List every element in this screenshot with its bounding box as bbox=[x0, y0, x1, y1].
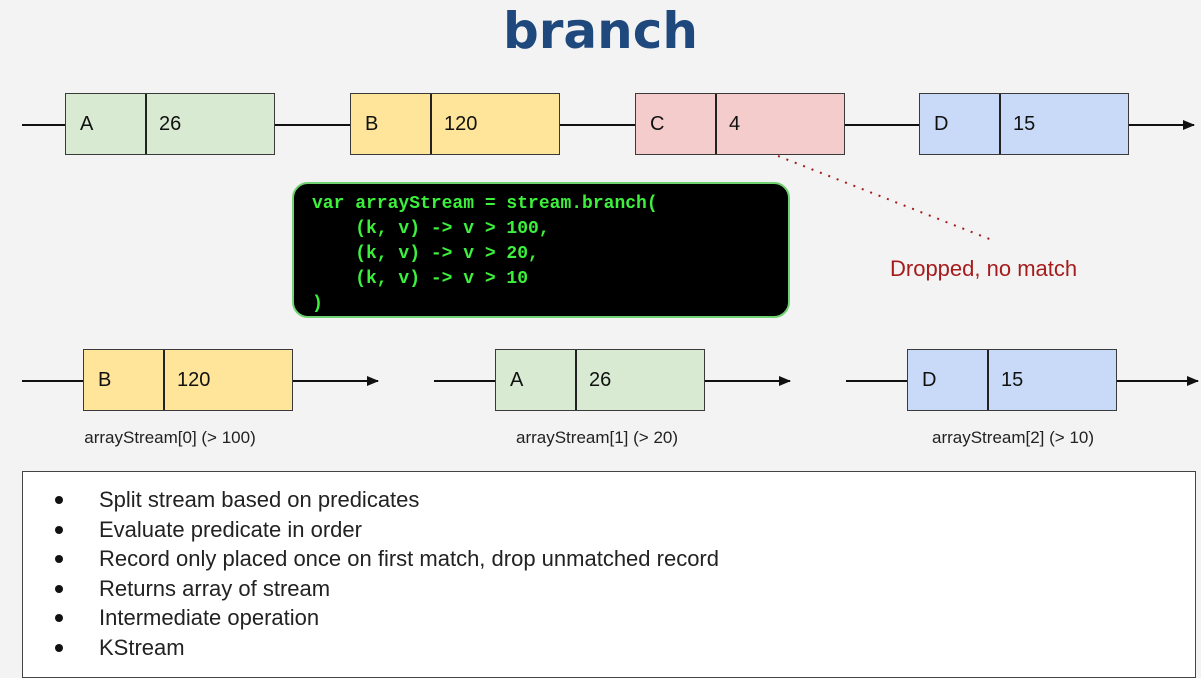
bullet-text: Evaluate predicate in order bbox=[99, 516, 362, 542]
output-caption-1: arrayStream[1] (> 20) bbox=[515, 428, 679, 447]
record-value: 26 bbox=[589, 368, 612, 391]
bullet-item: Record only placed once on first match, … bbox=[23, 544, 1195, 574]
code-line: (k, v) -> v > 20, bbox=[312, 244, 539, 264]
notes-box: Split stream based on predicates Evaluat… bbox=[22, 471, 1196, 678]
output-record-2: D 15 bbox=[907, 349, 1117, 411]
output-caption-2: arrayStream[2] (> 10) bbox=[931, 428, 1095, 447]
bullet-text: Record only placed once on first match, … bbox=[99, 546, 719, 572]
record-key: A bbox=[496, 350, 577, 410]
dropped-connector bbox=[777, 155, 993, 241]
bullet-list: Split stream based on predicates Evaluat… bbox=[23, 472, 1195, 663]
input-record-a: A 26 bbox=[65, 93, 275, 155]
record-key: B bbox=[351, 94, 432, 154]
bullet-item: KStream bbox=[23, 633, 1195, 663]
output-record-1: A 26 bbox=[495, 349, 705, 411]
code-line: var arrayStream = stream.branch( bbox=[312, 194, 658, 214]
bullet-dot-icon bbox=[55, 584, 63, 593]
bullet-item: Returns array of stream bbox=[23, 574, 1195, 604]
input-record-d: D 15 bbox=[919, 93, 1129, 155]
bullet-text: Intermediate operation bbox=[99, 605, 320, 631]
dropped-label: Dropped, no match bbox=[890, 256, 1078, 281]
record-value: 120 bbox=[177, 368, 211, 391]
record-key: C bbox=[636, 94, 717, 154]
record-key: A bbox=[66, 94, 147, 154]
bullet-item: Intermediate operation bbox=[23, 603, 1195, 633]
bullet-dot-icon bbox=[55, 555, 63, 564]
bullet-item: Split stream based on predicates bbox=[23, 485, 1195, 515]
record-key: B bbox=[84, 350, 165, 410]
record-value: 26 bbox=[159, 112, 182, 135]
input-record-c: C 4 bbox=[635, 93, 845, 155]
bullet-text: Returns array of stream bbox=[99, 575, 331, 601]
output-record-0: B 120 bbox=[83, 349, 293, 411]
bullet-text: Split stream based on predicates bbox=[99, 487, 420, 512]
code-line: (k, v) -> v > 100, bbox=[312, 219, 550, 239]
record-key: D bbox=[920, 94, 1001, 154]
bullet-dot-icon bbox=[55, 643, 63, 652]
bullet-dot-icon bbox=[55, 496, 63, 504]
record-value: 120 bbox=[444, 112, 478, 135]
record-key: D bbox=[908, 350, 989, 410]
bullet-text: KStream bbox=[99, 634, 185, 660]
record-value: 15 bbox=[1013, 112, 1036, 135]
output-caption-0: arrayStream[0] (> 100) bbox=[84, 428, 256, 447]
code-line: ) bbox=[312, 294, 323, 314]
input-record-b: B 120 bbox=[350, 93, 560, 155]
bullet-dot-icon bbox=[55, 525, 63, 534]
record-value: 4 bbox=[729, 112, 741, 135]
slide-title: branch bbox=[502, 2, 699, 60]
code-line: (k, v) -> v > 10 bbox=[312, 269, 529, 289]
record-value: 15 bbox=[1001, 368, 1024, 391]
bullet-dot-icon bbox=[55, 614, 63, 623]
bullet-item: Evaluate predicate in order bbox=[23, 515, 1195, 545]
code-block: var arrayStream = stream.branch( (k, v) … bbox=[292, 182, 790, 318]
